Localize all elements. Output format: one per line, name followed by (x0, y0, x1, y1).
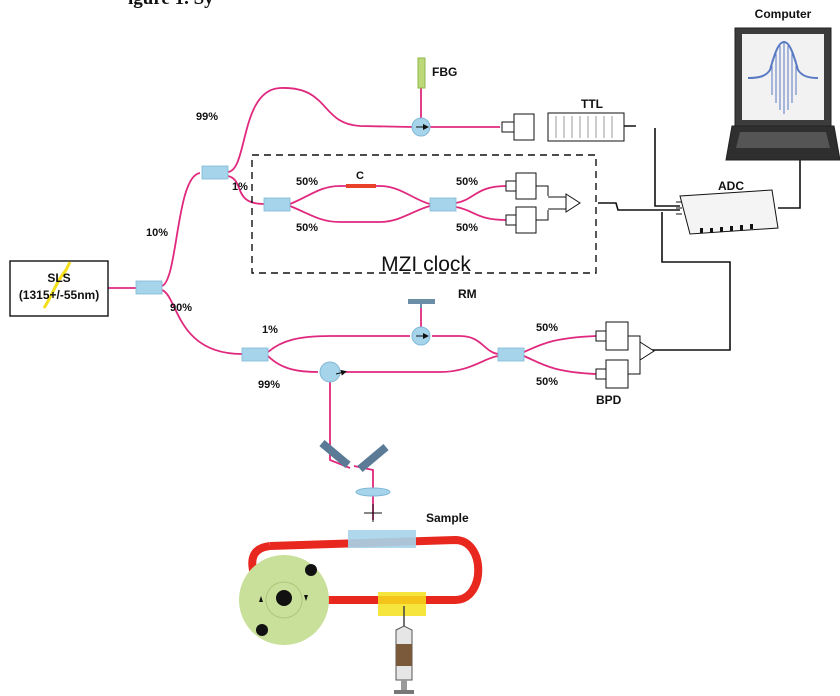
sls-label: SLS (47, 271, 70, 285)
computer (725, 27, 840, 161)
ratio-bpd-top: 50% (536, 322, 558, 334)
mzi-clock-box (251, 154, 597, 274)
sls-source (9, 260, 109, 317)
interferometer-coupler (241, 347, 269, 362)
sample-flow-loop (239, 530, 483, 645)
signal-wires (572, 125, 801, 351)
ratio-99-top: 99% (196, 111, 218, 123)
circulator-fbg (411, 117, 431, 137)
syringe (394, 606, 414, 694)
c-label: C (356, 170, 364, 182)
mzi-output-coupler (429, 197, 457, 212)
ratio-10: 10% (146, 227, 168, 239)
rm-label: RM (458, 287, 477, 301)
computer-label: Computer (755, 7, 812, 21)
ratio-1-top: 1% (232, 181, 248, 193)
ratio-ref-1: 1% (262, 324, 278, 336)
ratio-90: 90% (170, 302, 192, 314)
mzi-input-coupler (263, 197, 291, 212)
ratio-mzi-out-top: 50% (456, 176, 478, 188)
fbg-label: FBG (432, 65, 457, 79)
coupler-90-10 (135, 280, 163, 295)
fbg-grating (417, 57, 426, 89)
coupler-99-1 (201, 165, 229, 180)
ratio-mzi-in-top: 50% (296, 176, 318, 188)
sls-wavelength: (1315+/-55nm) (19, 288, 99, 302)
bpd-coupler (497, 347, 525, 362)
circulator-sample (319, 361, 347, 383)
ratio-ref-99: 99% (258, 379, 280, 391)
adc-label: ADC (718, 179, 744, 193)
ratio-bpd-bottom: 50% (536, 376, 558, 388)
reference-mirror (408, 299, 435, 304)
balanced-photodetector (595, 321, 655, 389)
galvo-scanner (319, 440, 391, 522)
ttl-label: TTL (581, 97, 603, 111)
mzi-clock-label: MZI clock (381, 253, 471, 276)
mzi-detectors (505, 172, 581, 234)
sample-label: Sample (426, 511, 469, 525)
figure-caption-fragment: igure 1. Sy (128, 0, 214, 10)
ttl-module (547, 112, 625, 142)
circulator-rm (411, 326, 431, 346)
fbg-detector (501, 113, 535, 141)
ratio-mzi-in-bottom: 50% (296, 222, 318, 234)
bpd-label: BPD (596, 393, 622, 407)
ratio-mzi-out-bottom: 50% (456, 222, 478, 234)
adc-card (676, 189, 779, 235)
